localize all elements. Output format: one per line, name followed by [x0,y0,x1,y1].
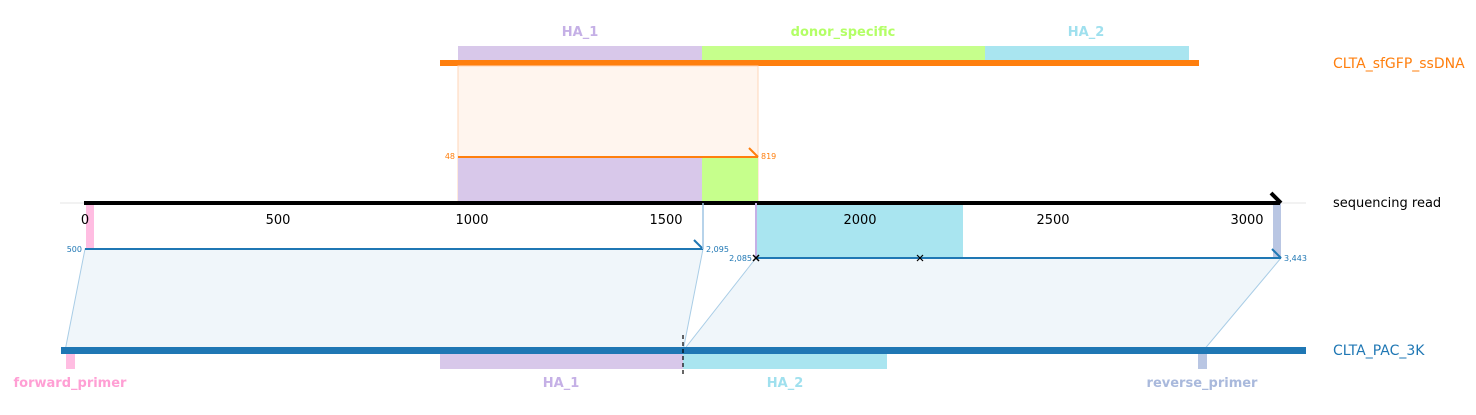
donor-alignment-arrowhead [748,147,759,158]
donor-feature-donor-specific-bar [702,46,985,62]
genome-feature-ha2-label: HA_2 [767,376,804,391]
genome-target-name: CLTA_PAC_3K [1333,343,1425,359]
tick-label: 500 [266,213,291,228]
donor-target-name: CLTA_sfGFP_ssDNA [1333,56,1465,72]
genome-left-alignment-shade [64,248,704,352]
donor-feature-ha1-bar [458,46,702,62]
donor-features: HA_1 donor_specific HA_2 [458,25,1189,62]
read-arrowhead [1269,191,1283,205]
genome-right-alignment-shade [681,257,1283,352]
tick-label: 3000 [1230,213,1263,228]
donor-feature-ha2-label: HA_2 [1068,25,1105,40]
genome-features [66,351,1207,369]
read-forward-primer-mark [86,203,94,249]
genome-left-alignment-arrowhead [693,239,704,250]
read-tick-labels: 0 500 1000 1500 2000 2500 3000 [81,213,1264,228]
donor-feature-donor-specific-label: donor_specific [791,25,896,40]
tick-label: 0 [81,213,89,228]
donor-alignment-end-label: 819 [761,152,776,161]
genome-right-end-label: 3,443 [1284,254,1307,263]
genome-feature-forward-primer-label: forward_primer [14,376,128,391]
read-ha2-shade [756,203,963,258]
tick-label: 1000 [455,213,488,228]
tick-label: 2000 [843,213,876,228]
genome-feature-reverse-primer-bar [1198,351,1207,369]
genome-feature-ha2-bar [683,351,887,369]
genome-feature-ha1-bar [440,351,683,369]
tick-label: 1500 [649,213,682,228]
genome-feature-forward-primer-bar [66,351,75,369]
donor-ha1-shade-on-read [458,157,702,203]
genome-right-start-label: 2,085 [729,254,752,263]
genome-left-start-label: 500 [67,245,82,254]
donor-target-line [440,60,1199,66]
genome-feature-reverse-primer-label: reverse_primer [1147,376,1259,391]
genome-right-alignment-arrowhead [1271,248,1282,259]
donor-feature-ha2-bar [985,46,1189,62]
read-reverse-primer-mark [1273,203,1281,258]
mismatch-marker [752,254,760,262]
genome-feature-ha1-label: HA_1 [543,376,580,391]
donor-specific-shade-on-read [702,157,758,203]
donor-feature-ha1-label: HA_1 [562,25,599,40]
genome-left-end-label: 2,095 [706,245,729,254]
tick-label: 2500 [1036,213,1069,228]
mismatch-marker [916,254,924,262]
donor-alignment-start-label: 48 [445,152,455,161]
read-target-name: sequencing read [1333,196,1441,211]
